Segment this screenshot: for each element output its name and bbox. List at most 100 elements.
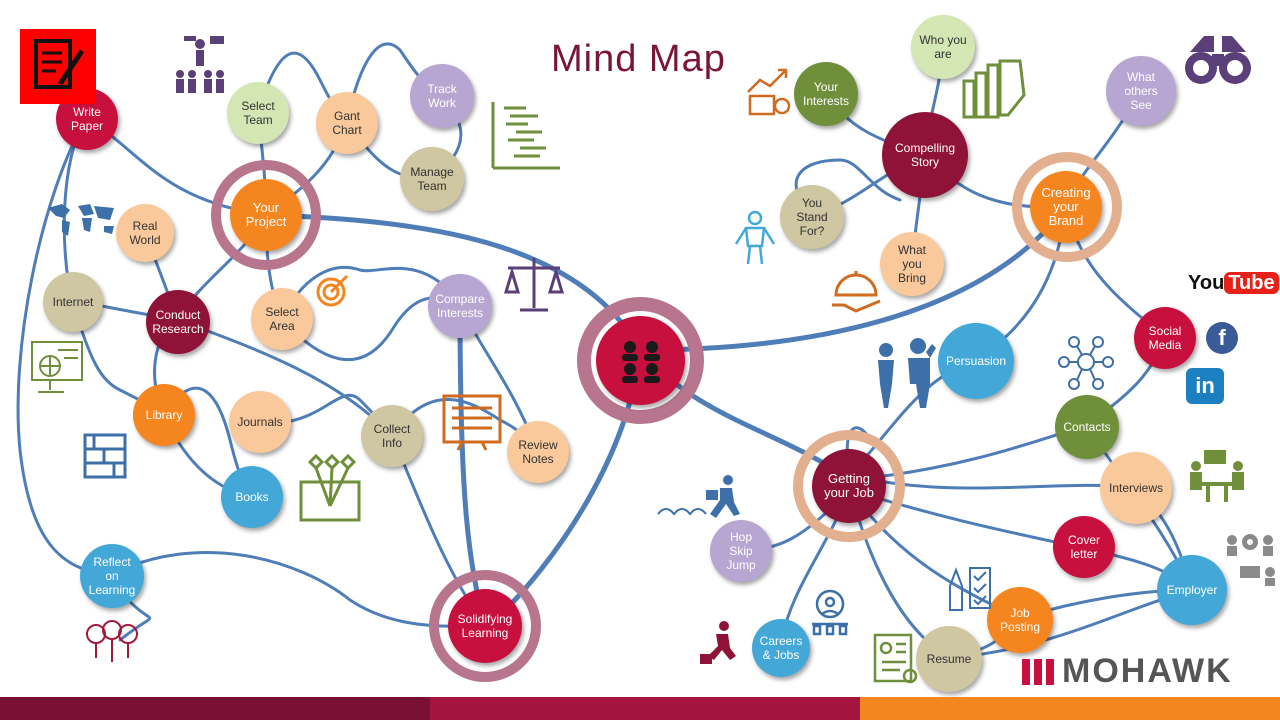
node-solidifying-learning-label: Solidifying Learning xyxy=(457,612,513,640)
mohawk-wordmark: MOHAWK xyxy=(1062,652,1233,690)
node-who-you-are-label: Who you are xyxy=(919,33,967,61)
node-your-interests[interactable]: Your Interests xyxy=(794,62,858,126)
node-hop-skip-jump[interactable]: Hop Skip Jump xyxy=(710,520,772,582)
node-getting-your-job[interactable]: Getting your Job xyxy=(812,449,886,523)
node-hop-skip-jump-label: Hop Skip Jump xyxy=(726,530,756,572)
notes-board-icon xyxy=(442,394,502,451)
node-journals-label: Journals xyxy=(237,415,283,429)
checklist-icon xyxy=(949,567,991,611)
footer-bar-red xyxy=(430,697,860,720)
your-project-ring xyxy=(211,160,321,270)
facebook-icon: f xyxy=(1206,322,1238,354)
node-manage-team-label: Manage Team xyxy=(410,165,454,193)
node-books-label: Books xyxy=(235,490,269,504)
node-select-area-label: Select Area xyxy=(265,305,299,333)
world-map-icon xyxy=(48,204,114,236)
node-books[interactable]: Books xyxy=(221,466,283,528)
handshake-fist-icon xyxy=(962,59,1026,119)
computer-globe-icon xyxy=(31,341,83,393)
career-wheel-icon xyxy=(812,589,848,636)
service-cloche-icon xyxy=(832,271,881,313)
node-social-media[interactable]: Social Media xyxy=(1134,307,1196,369)
people-group-icon xyxy=(621,340,660,383)
node-collect-info[interactable]: Collect Info xyxy=(361,405,423,467)
node-careers-jobs[interactable]: Careers & Jobs xyxy=(752,619,810,677)
node-what-others-see-label: What others See xyxy=(1124,70,1158,112)
node-solidifying-learning[interactable]: Solidifying Learning xyxy=(448,589,522,663)
node-contacts-label: Contacts xyxy=(1063,420,1111,434)
node-select-area[interactable]: Select Area xyxy=(251,288,313,350)
node-your-project[interactable]: Your Project xyxy=(230,179,302,251)
node-your-project-label: Your Project xyxy=(245,200,287,229)
node-collect-info-label: Collect Info xyxy=(373,422,411,450)
interview-table-icon xyxy=(1190,450,1244,502)
footer-bar-orange xyxy=(860,697,1280,720)
node-real-world-label: Real World xyxy=(129,219,161,247)
node-gant-chart[interactable]: Gant Chart xyxy=(316,92,378,154)
running-person-icon xyxy=(657,475,740,518)
balance-scale-icon xyxy=(503,258,565,312)
node-contacts[interactable]: Contacts xyxy=(1055,395,1119,459)
node-compare-interests-label: Compare Interests xyxy=(435,292,485,320)
binoculars-icon xyxy=(1185,36,1251,84)
mohawk-logo-icon xyxy=(1022,659,1054,685)
getting-job-ring xyxy=(793,430,905,542)
node-you-stand-for-label: You Stand For? xyxy=(796,196,828,238)
node-persuasion[interactable]: Persuasion xyxy=(938,323,1014,399)
node-track-work[interactable]: Track Work xyxy=(410,64,474,128)
footer-bar-maroon xyxy=(0,697,430,720)
write-paper-icon xyxy=(20,29,96,104)
node-resume[interactable]: Resume xyxy=(916,626,982,692)
node-write-paper-label: Write Paper xyxy=(70,105,104,133)
person-arms-out-icon xyxy=(734,210,776,265)
node-track-work-label: Track Work xyxy=(427,82,457,110)
node-compelling-story[interactable]: Compelling Story xyxy=(882,112,968,198)
node-interviews[interactable]: Interviews xyxy=(1100,452,1172,524)
node-select-team-label: Select Team xyxy=(241,99,275,127)
node-creating-your-brand-label: Creating your Brand xyxy=(1041,185,1091,228)
node-gant-chart-label: Gant Chart xyxy=(332,109,362,137)
lightbulbs-icon xyxy=(86,620,138,662)
node-real-world[interactable]: Real World xyxy=(116,204,174,262)
employer-gears-icon xyxy=(1227,534,1275,586)
money-growth-icon xyxy=(747,68,791,116)
node-who-you-are[interactable]: Who you are xyxy=(911,15,975,79)
persuasion-people-icon xyxy=(878,338,936,408)
node-what-others-see[interactable]: What others See xyxy=(1106,56,1176,126)
node-manage-team[interactable]: Manage Team xyxy=(400,147,464,211)
team-select-icon xyxy=(176,36,224,93)
node-center-hub[interactable] xyxy=(596,316,685,405)
node-persuasion-label: Persuasion xyxy=(945,354,1007,368)
node-resume-label: Resume xyxy=(926,652,972,666)
node-you-stand-for[interactable]: You Stand For? xyxy=(780,185,844,249)
node-compare-interests[interactable]: Compare Interests xyxy=(428,274,492,338)
node-job-posting-label: Job Posting xyxy=(999,606,1041,634)
node-social-media-label: Social Media xyxy=(1148,324,1182,352)
node-your-interests-label: Your Interests xyxy=(802,80,850,108)
gantt-chart-icon xyxy=(491,102,560,170)
node-internet[interactable]: Internet xyxy=(43,272,103,332)
node-review-notes[interactable]: Review Notes xyxy=(507,421,569,483)
node-reflect-on-learning[interactable]: Reflect on Learning xyxy=(80,544,144,608)
node-what-you-bring[interactable]: What you Bring xyxy=(880,232,944,296)
node-conduct-research[interactable]: Conduct Research xyxy=(146,290,210,354)
node-getting-your-job-label: Getting your Job xyxy=(824,471,874,500)
node-conduct-research-label: Conduct Research xyxy=(152,308,204,336)
node-employer[interactable]: Employer xyxy=(1157,555,1227,625)
node-library[interactable]: Library xyxy=(133,384,195,446)
facebook-label: f xyxy=(1218,325,1226,350)
node-compelling-story-label: Compelling Story xyxy=(894,141,956,169)
node-creating-your-brand[interactable]: Creating your Brand xyxy=(1030,171,1102,243)
node-job-posting[interactable]: Job Posting xyxy=(987,587,1053,653)
youtube-label: Tube xyxy=(1224,272,1279,294)
job-climb-icon xyxy=(700,621,736,664)
node-select-team[interactable]: Select Team xyxy=(227,82,289,144)
linkedin-icon: in xyxy=(1186,368,1224,404)
node-journals[interactable]: Journals xyxy=(229,391,291,453)
resume-document-icon xyxy=(873,633,918,684)
solidifying-learning-ring xyxy=(429,570,541,682)
bookshelf-icon xyxy=(83,433,127,479)
node-cover-letter[interactable]: Cover letter xyxy=(1053,516,1115,578)
page-title: Mind Map xyxy=(551,38,726,80)
node-internet-label: Internet xyxy=(52,295,94,309)
